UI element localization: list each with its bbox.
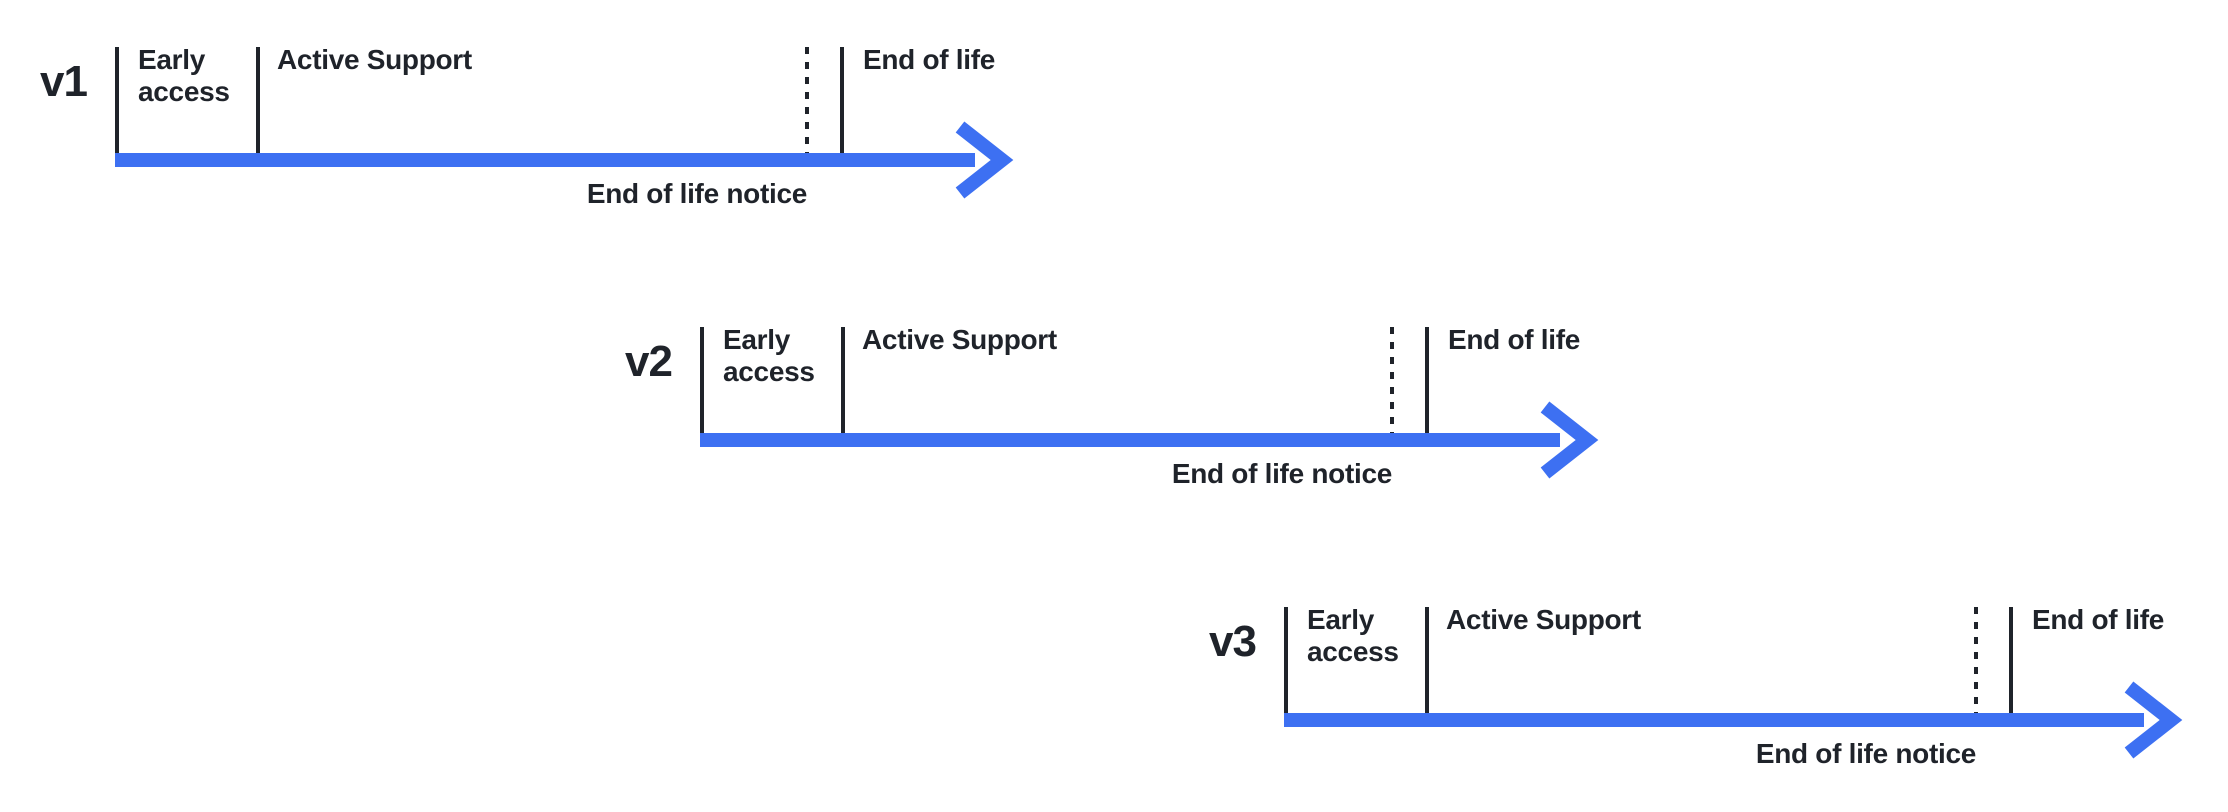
end-of-life-tick xyxy=(2009,607,2013,713)
version-label: v1 xyxy=(40,57,88,106)
eol-notice-dashed-tick xyxy=(1974,607,1978,713)
early-access-start-tick xyxy=(1284,607,1288,713)
phase-label-end-of-life: End of life xyxy=(1448,324,1581,355)
eol-notice-label: End of life notice xyxy=(586,178,807,209)
timeline-row-v3: v3 Early access Active Support End of li… xyxy=(1209,604,2228,812)
eol-notice-dashed-tick xyxy=(1390,327,1394,433)
eol-notice-dashed-tick xyxy=(805,47,809,153)
active-support-start-tick xyxy=(1425,607,1429,713)
phase-label-early-access: Early access xyxy=(138,44,230,107)
phase-label-active-support: Active Support xyxy=(277,44,472,75)
phase-label-end-of-life: End of life xyxy=(863,44,996,75)
phase-label-early-access: Early access xyxy=(1307,604,1399,667)
timeline-arrow xyxy=(115,121,1014,199)
phase-label-end-of-life: End of life xyxy=(2032,604,2165,635)
timeline-row-v1: v1 Early access Active Support End of li… xyxy=(40,44,1067,257)
timeline-row-v2: v2 Early access Active Support End of li… xyxy=(625,324,1652,537)
eol-notice-label: End of life notice xyxy=(1171,458,1392,489)
end-of-life-tick xyxy=(1425,327,1429,433)
phase-label-early-access: Early access xyxy=(723,324,815,387)
timeline-arrow xyxy=(1284,681,2183,759)
phase-label-active-support: Active Support xyxy=(862,324,1057,355)
eol-notice-label: End of life notice xyxy=(1755,738,1976,769)
early-access-start-tick xyxy=(115,47,119,153)
active-support-start-tick xyxy=(841,327,845,433)
phase-label-active-support: Active Support xyxy=(1446,604,1641,635)
timeline-arrow xyxy=(700,401,1599,479)
early-access-start-tick xyxy=(700,327,704,433)
end-of-life-tick xyxy=(840,47,844,153)
version-label: v3 xyxy=(1209,617,1257,666)
active-support-start-tick xyxy=(256,47,260,153)
version-label: v2 xyxy=(625,337,673,386)
